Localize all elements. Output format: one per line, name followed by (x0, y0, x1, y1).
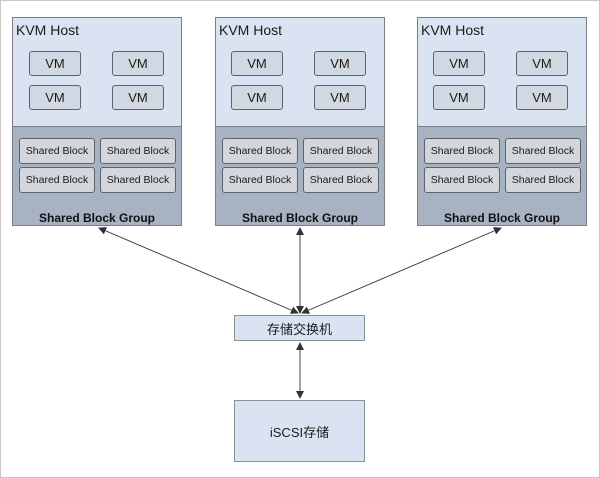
shared-block: Shared Block (505, 167, 581, 193)
shared-block: Shared Block (100, 167, 176, 193)
kvm-host-3: KVM Host VM VM VM VM Shared Block Shared… (417, 17, 587, 226)
vm-box: VM (314, 85, 366, 110)
vm-box: VM (314, 51, 366, 76)
shared-block-group-area: Shared Block Shared Block Shared Block S… (418, 126, 586, 225)
iscsi-storage: iSCSI存储 (234, 400, 365, 462)
shared-block: Shared Block (100, 138, 176, 164)
shared-block: Shared Block (424, 138, 500, 164)
vm-box: VM (112, 51, 164, 76)
shared-block-group-label: Shared Block Group (38, 211, 156, 225)
shared-block: Shared Block (303, 138, 379, 164)
storage-switch: 存储交换机 (234, 315, 365, 341)
shared-block: Shared Block (505, 138, 581, 164)
link-host3-switch (301, 227, 502, 314)
shared-block-group-area: Shared Block Shared Block Shared Block S… (13, 126, 181, 225)
kvm-host-2: KVM Host VM VM VM VM Shared Block Shared… (215, 17, 385, 226)
vm-box: VM (231, 85, 283, 110)
vm-box: VM (516, 85, 568, 110)
shared-block-group-label: Shared Block Group (241, 211, 359, 225)
kvm-host-vm-area: KVM Host VM VM VM VM (216, 18, 384, 126)
kvm-host-title: KVM Host (421, 22, 485, 38)
shared-block-group-area: Shared Block Shared Block Shared Block S… (216, 126, 384, 225)
shared-block: Shared Block (222, 138, 298, 164)
vm-box: VM (516, 51, 568, 76)
shared-block: Shared Block (424, 167, 500, 193)
kvm-host-title: KVM Host (16, 22, 80, 38)
shared-block: Shared Block (222, 167, 298, 193)
vm-box: VM (231, 51, 283, 76)
vm-box: VM (433, 51, 485, 76)
shared-block-group-label: Shared Block Group (443, 211, 561, 225)
vm-box: VM (112, 85, 164, 110)
kvm-host-1: KVM Host VM VM VM VM Shared Block Shared… (12, 17, 182, 226)
kvm-host-vm-area: KVM Host VM VM VM VM (13, 18, 181, 126)
kvm-host-vm-area: KVM Host VM VM VM VM (418, 18, 586, 126)
link-host1-switch (98, 227, 299, 314)
vm-box: VM (29, 51, 81, 76)
shared-block: Shared Block (19, 167, 95, 193)
shared-block: Shared Block (19, 138, 95, 164)
vm-box: VM (433, 85, 485, 110)
kvm-host-title: KVM Host (219, 22, 283, 38)
vm-box: VM (29, 85, 81, 110)
shared-block: Shared Block (303, 167, 379, 193)
